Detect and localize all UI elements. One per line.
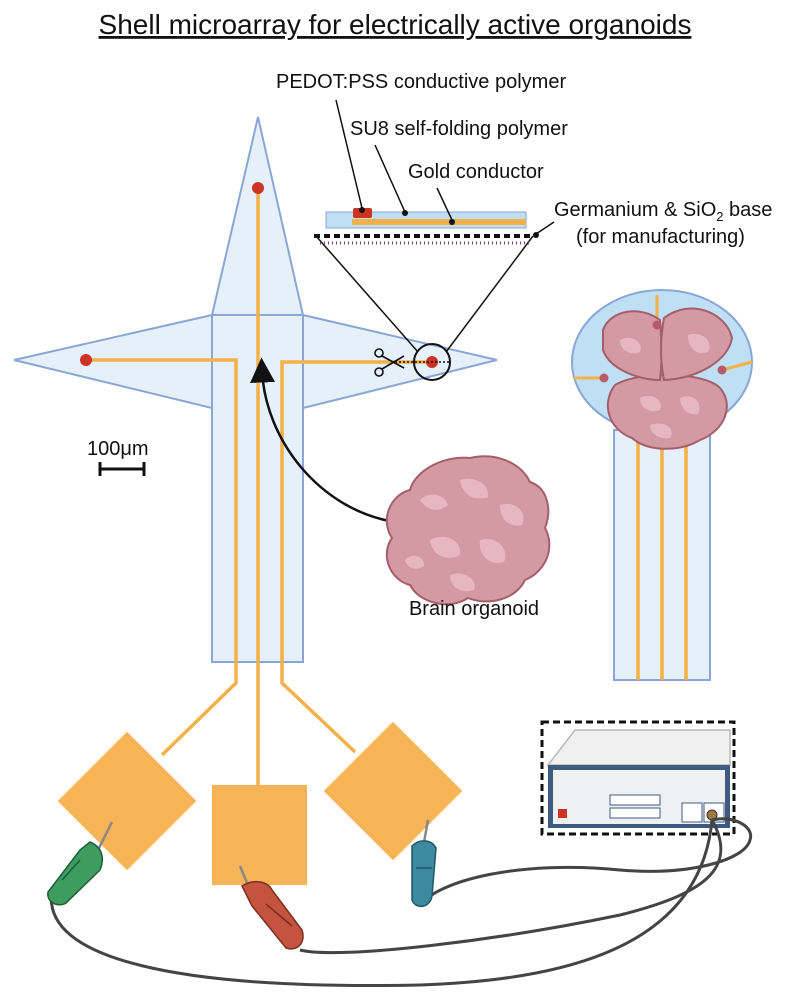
organoid-label: Brain organoid (409, 598, 539, 620)
red-clip (238, 865, 304, 950)
gold-layer (352, 219, 526, 225)
power-switch (558, 809, 567, 818)
measurement-device (540, 720, 736, 836)
pad-left (57, 731, 197, 871)
base-label-line2: (for manufacturing) (576, 226, 745, 248)
pad-center (212, 785, 307, 885)
pedot-layer (353, 208, 372, 218)
pedot-label: PEDOT:PSS conductive polymer (276, 71, 566, 93)
gold-traces (86, 188, 432, 785)
electrode-left (80, 354, 92, 366)
insertion-arrow (250, 357, 396, 524)
cables (49, 817, 753, 987)
contact-pads (57, 721, 463, 885)
base-label: Germanium & SiO2 base (554, 199, 772, 224)
blue-clip (411, 819, 437, 908)
electrode-top (252, 182, 264, 194)
scale-bar (98, 462, 146, 476)
layer-cross-section (314, 208, 533, 245)
su8-label: SU8 self-folding polymer (350, 118, 568, 140)
brain-organoid (385, 455, 551, 606)
scale-bar-label: 100μm (87, 438, 149, 460)
green-clip (47, 821, 114, 906)
zoom-circle (413, 343, 451, 381)
scissors-icon (374, 348, 405, 377)
diagram-title: Shell microarray for electrically active… (99, 9, 692, 40)
gold-label: Gold conductor (408, 161, 544, 183)
folded-shell (571, 289, 753, 681)
